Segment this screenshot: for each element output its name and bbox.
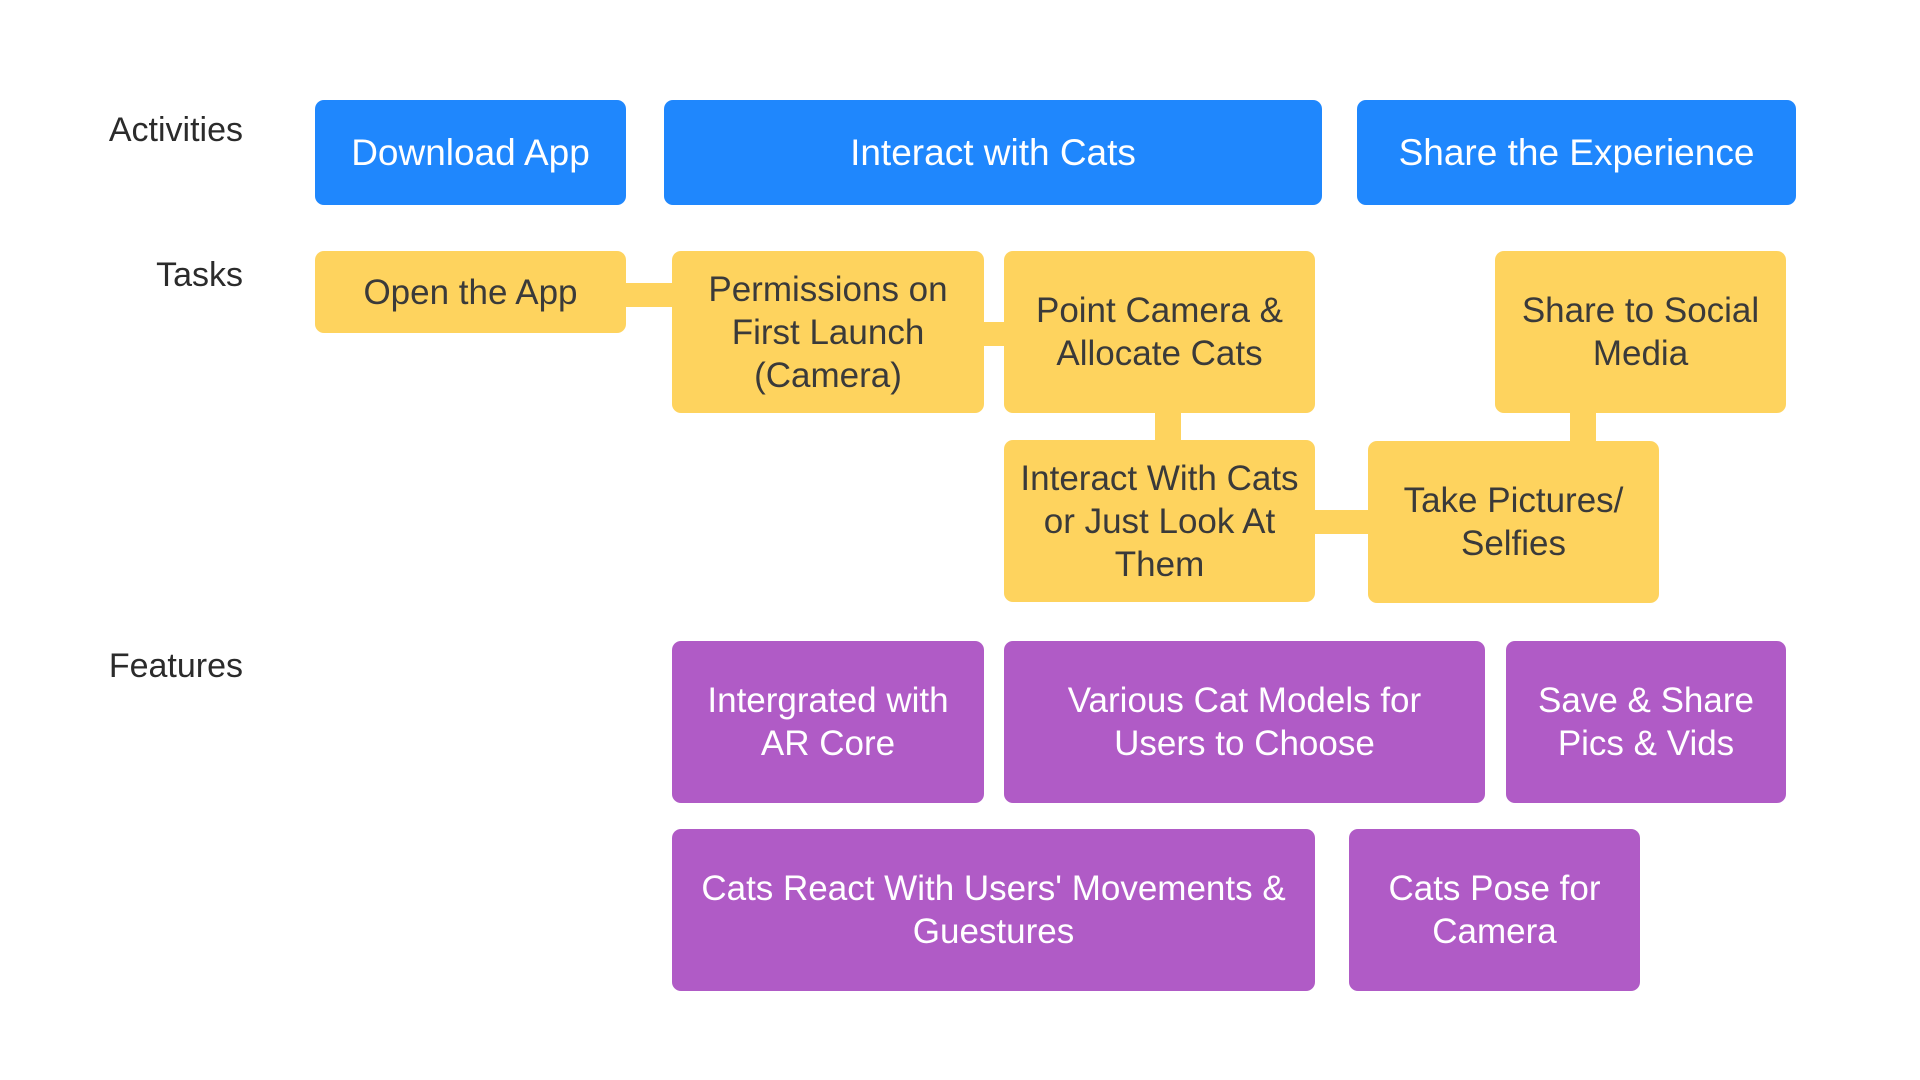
task-open-app[interactable]: Open the App xyxy=(315,251,626,333)
task-permissions[interactable]: Permissions on First Launch (Camera) xyxy=(672,251,984,413)
feature-ar-core[interactable]: Intergrated with AR Core xyxy=(672,641,984,803)
feature-cat-models[interactable]: Various Cat Models for Users to Choose xyxy=(1004,641,1485,803)
task-take-pictures[interactable]: Take Pictures/ Selfies xyxy=(1368,441,1659,603)
row-label-tasks: Tasks xyxy=(156,256,243,294)
feature-cats-pose[interactable]: Cats Pose for Camera xyxy=(1349,829,1640,991)
connector-open-permissions xyxy=(625,283,677,307)
task-interact-look[interactable]: Interact With Cats or Just Look At Them xyxy=(1004,440,1315,602)
activity-share-experience[interactable]: Share the Experience xyxy=(1357,100,1796,205)
connector-interact-take xyxy=(1310,510,1372,534)
connector-take-share xyxy=(1570,410,1596,443)
feature-save-share[interactable]: Save & Share Pics & Vids xyxy=(1506,641,1786,803)
task-point-camera[interactable]: Point Camera & Allocate Cats xyxy=(1004,251,1315,413)
row-label-activities: Activities xyxy=(108,111,243,149)
row-label-features: Features xyxy=(108,647,243,685)
connector-point-interact xyxy=(1155,410,1181,443)
activity-interact-with-cats[interactable]: Interact with Cats xyxy=(664,100,1322,205)
feature-cats-react[interactable]: Cats React With Users' Movements & Guest… xyxy=(672,829,1315,991)
task-share-social[interactable]: Share to Social Media xyxy=(1495,251,1786,413)
activity-download-app[interactable]: Download App xyxy=(315,100,626,205)
